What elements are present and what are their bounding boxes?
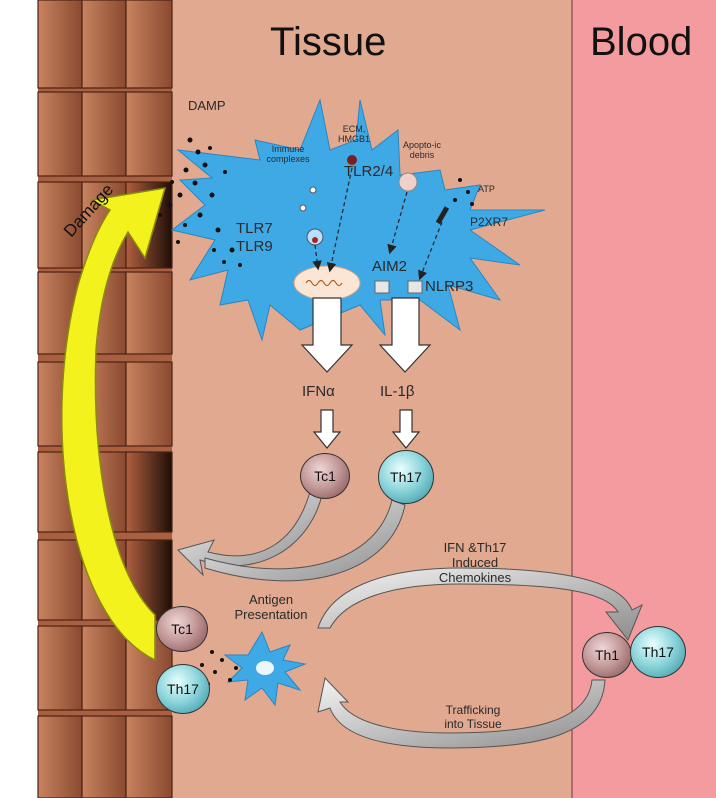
epithelial-wall	[38, 0, 172, 798]
atp-label: ATP	[478, 184, 495, 194]
tc1-cell: Tc1	[300, 453, 350, 499]
il1b-label: IL-1β	[380, 383, 414, 400]
th1-cell-blood: Th1	[582, 632, 632, 678]
blood-region	[572, 0, 716, 798]
damp-label: DAMP	[188, 98, 226, 113]
nucleus	[294, 266, 360, 300]
p2xr7-label: P2XR7	[470, 215, 508, 229]
nlrp3-inflammasome-icon	[408, 281, 422, 293]
th17-cell-site: Th17	[156, 664, 210, 714]
tlr24-label: TLR2/4	[344, 163, 393, 180]
ecm-hmgb1-label: ECM,HMGB1	[334, 124, 374, 144]
tissue-title: Tissue	[270, 20, 386, 65]
immune-complex-icon	[310, 187, 316, 193]
nlrp3-label: NLRP3	[425, 278, 473, 295]
blood-title: Blood	[590, 20, 692, 65]
th17-cell-blood: Th17	[630, 626, 686, 678]
th17-cell: Th17	[378, 450, 434, 504]
aim2-inflammasome-icon	[375, 281, 389, 293]
tc1-cell-site: Tc1	[156, 606, 208, 652]
apoptotic-body-icon	[399, 173, 417, 191]
aim2-label: AIM2	[372, 258, 407, 275]
tlr9-label: TLR9	[236, 238, 273, 255]
tlr7-label: TLR7	[236, 220, 273, 237]
ifn-alpha-label: IFNα	[302, 383, 335, 400]
